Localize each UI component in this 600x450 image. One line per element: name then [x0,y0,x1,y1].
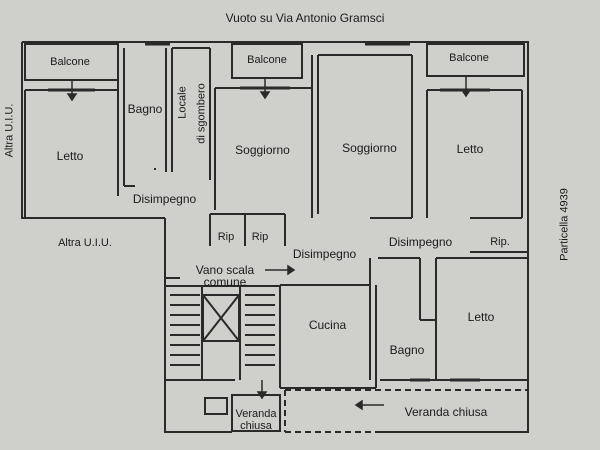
room-label-locale-1: Locale [176,86,189,119]
room-label-rip-3: Rip. [490,236,510,248]
room-label-balcone-2: Balcone [247,54,287,66]
veranda-2-wall [284,389,528,433]
room-label-disimpegno-2: Disimpegno [292,247,357,261]
veranda-1-outline [231,394,281,432]
room-label-balcone-1: Balcone [50,56,90,68]
room-label-soggiorno-2: Soggiorno [342,141,397,155]
room-label-vano-1: Vano scala [195,263,255,277]
balcone-3-outline [426,43,525,77]
room-label-cucina: Cucina [308,318,347,332]
room-label-veranda-1-1: Veranda [235,408,277,420]
stair-steps [170,294,275,366]
disimpegno-walls [164,218,528,380]
room-label-veranda-1-2: chiusa [240,420,272,432]
letto-1-wall [24,48,119,218]
room-label-letto-1: Letto [56,149,84,163]
room-label-disimpegno-3: Disimpegno [388,235,453,249]
stair-landing [202,294,240,342]
outer-wall [22,41,529,433]
soggiorno-2-wall [317,54,413,219]
side-label-left-top: Altra U.I.U. [3,103,16,158]
room-label-rip-1: Rip [217,231,235,243]
stair-landing-cross [202,294,240,342]
room-label-letto-2: Letto [456,142,484,156]
side-label-right: Particella 4939 [558,188,571,261]
veranda-1-box [204,397,228,415]
outer-wall-stair-left [164,280,232,433]
room-label-veranda-2: Veranda chiusa [404,405,488,419]
room-label-soggiorno-1: Soggiorno [235,143,290,157]
room-label-letto-3: Letto [467,310,495,324]
locale-wall [171,47,211,180]
room-label-disimpegno-1: Disimpegno [132,192,197,206]
room-label-bagno-2: Bagno [389,343,425,357]
balcone-2-outline [231,43,303,79]
room-label-balcone-3: Balcone [449,52,489,64]
room-label-vano-2: comune [203,275,247,289]
header-title: Vuoto su Via Antonio Gramsci [225,11,385,25]
rip-boxes [209,213,286,246]
side-label-left-mid: Altra U.I.U. [58,237,112,249]
room-label-rip-2: Rip [251,231,269,243]
bagno-1-wall [123,48,167,187]
cucina-wall [279,285,377,389]
room-label-bagno-1: Bagno [127,102,163,116]
outer-wall-left [21,42,165,219]
room-label-locale-2: di sgombero [195,83,208,144]
soggiorno-1-wall [214,55,313,218]
stair-frame [165,285,280,381]
